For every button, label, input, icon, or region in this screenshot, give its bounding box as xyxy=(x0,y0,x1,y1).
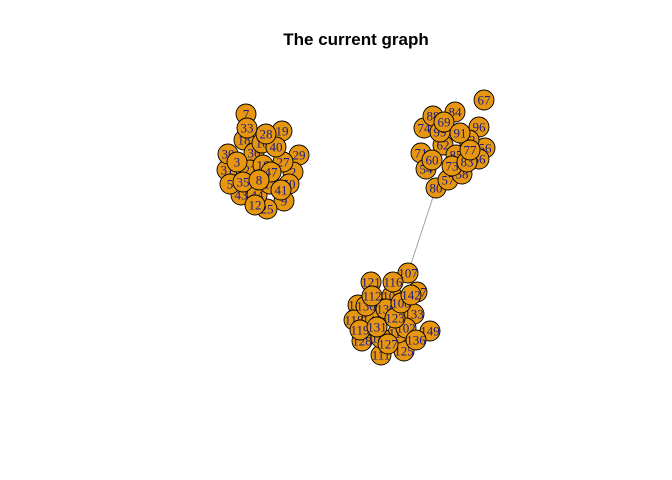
edges-layer xyxy=(407,187,437,274)
node-label: 33 xyxy=(241,121,254,136)
node-label: 131 xyxy=(367,320,387,335)
graph-node: 41 xyxy=(270,179,292,201)
node-label: 116 xyxy=(383,275,403,290)
graph-node: 33 xyxy=(236,117,258,139)
graph-node: 91 xyxy=(449,122,471,144)
plot-title: The current graph xyxy=(283,30,429,49)
node-circle xyxy=(382,271,404,293)
node-label: 119 xyxy=(350,323,369,338)
graph-node: 60 xyxy=(421,149,443,171)
graph-node: 116 xyxy=(382,271,404,293)
node-circle xyxy=(270,179,292,201)
node-label: 96 xyxy=(473,120,487,135)
graph-node: 8 xyxy=(248,169,270,191)
graph-node: 142 xyxy=(400,284,422,306)
node-circle xyxy=(361,285,383,307)
node-label: 27 xyxy=(277,155,291,170)
node-circle xyxy=(400,284,422,306)
node-label: 73 xyxy=(446,159,459,174)
node-label: 69 xyxy=(438,115,451,130)
node-label: 40 xyxy=(270,140,283,155)
node-circle xyxy=(459,139,481,161)
node-label: 41 xyxy=(275,183,288,198)
node-label: 127 xyxy=(378,337,398,352)
graph-node: 77 xyxy=(459,139,481,161)
node-label: 3 xyxy=(234,155,241,170)
node-circle xyxy=(421,149,443,171)
node-circle xyxy=(405,329,427,351)
node-circle xyxy=(473,89,495,111)
node-label: 19 xyxy=(276,124,289,139)
node-circle xyxy=(433,111,455,133)
graph-node: 67 xyxy=(473,89,495,111)
node-label: 60 xyxy=(426,153,439,168)
node-label: 136 xyxy=(406,333,426,348)
node-label: 12 xyxy=(249,198,262,213)
graph-node: 119 xyxy=(349,319,371,341)
node-label: 8 xyxy=(256,173,263,188)
node-label: 107 xyxy=(398,266,418,281)
node-label: 28 xyxy=(260,127,273,142)
graph-node: 112 xyxy=(361,285,383,307)
node-label: 91 xyxy=(454,126,467,141)
graph-node: 12 xyxy=(244,194,266,216)
node-circle xyxy=(236,117,258,139)
node-circle xyxy=(226,151,248,173)
node-label: 142 xyxy=(401,288,421,303)
graph-node: 19 xyxy=(271,120,293,142)
graph-node: 3 xyxy=(226,151,248,173)
graph-node: 107 xyxy=(397,262,419,284)
node-label: 77 xyxy=(464,143,478,158)
graph-node: 127 xyxy=(377,333,399,355)
graph-node: 69 xyxy=(433,111,455,133)
node-label: 123 xyxy=(385,311,405,326)
node-label: 29 xyxy=(293,148,306,163)
node-circle xyxy=(366,316,388,338)
node-label: 35 xyxy=(237,175,250,190)
node-circle xyxy=(248,169,270,191)
node-circle xyxy=(244,194,266,216)
node-circle xyxy=(377,333,399,355)
node-label: 67 xyxy=(478,93,492,108)
node-circle xyxy=(255,123,277,145)
graph-node: 28 xyxy=(255,123,277,145)
node-label: 2 xyxy=(290,165,297,180)
nodes-layer: 7192931250925433018275361044134022163547… xyxy=(216,89,496,366)
graph-node: 131 xyxy=(366,316,388,338)
node-circle xyxy=(449,122,471,144)
graph-edge xyxy=(407,187,437,274)
node-label: 133 xyxy=(404,307,424,322)
graph-node: 136 xyxy=(405,329,427,351)
node-label: 149 xyxy=(420,324,440,339)
node-label: 9 xyxy=(281,194,288,209)
node-label: 7 xyxy=(243,107,250,122)
node-label: 5 xyxy=(227,177,234,192)
node-label: 121 xyxy=(361,275,381,290)
node-label: 112 xyxy=(362,289,381,304)
